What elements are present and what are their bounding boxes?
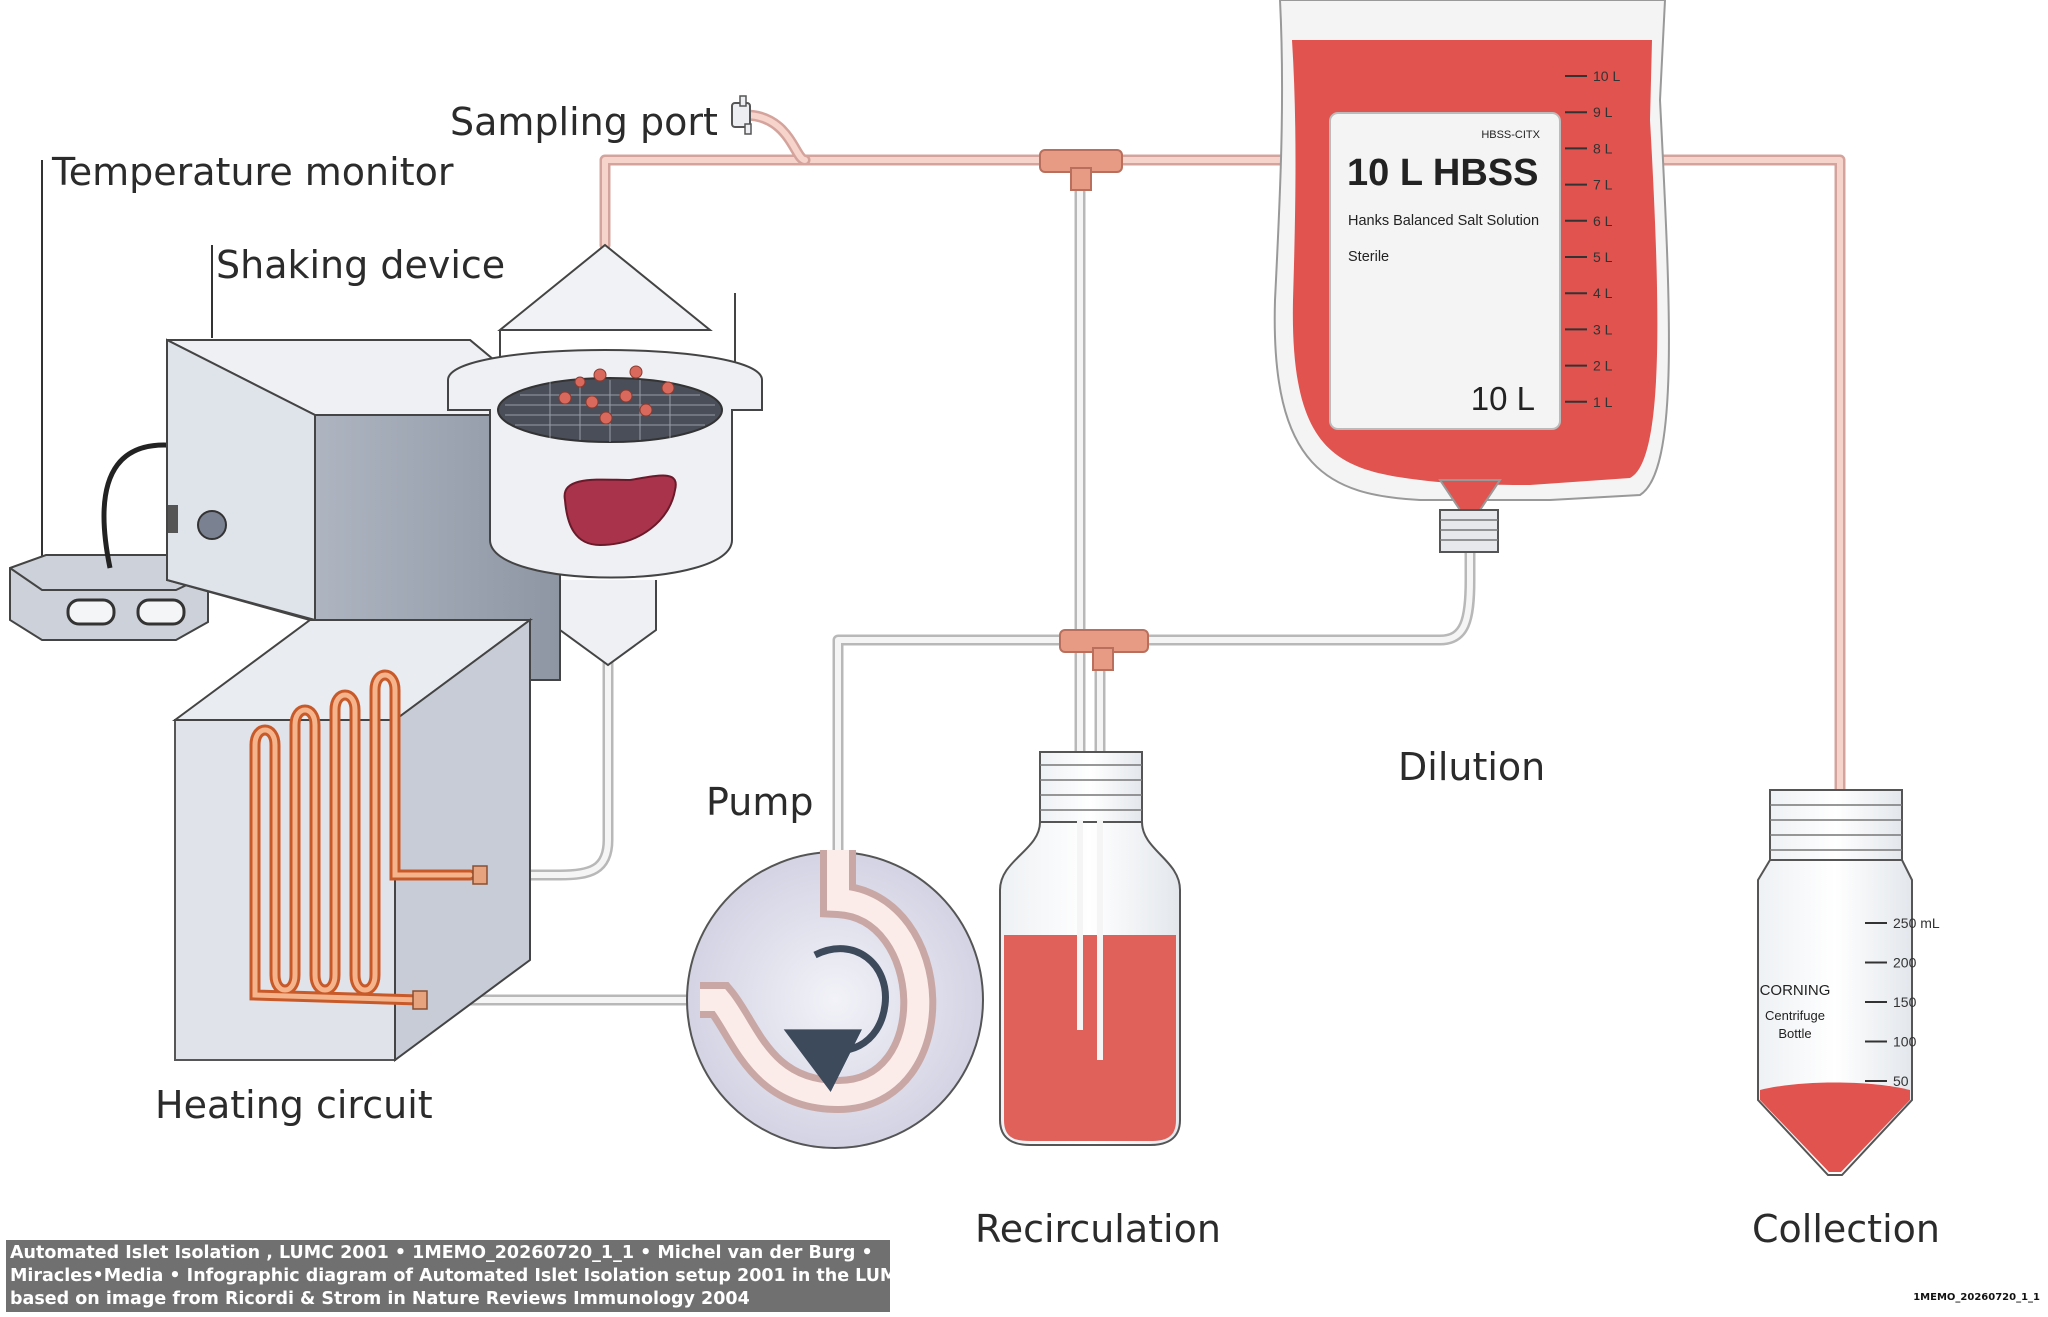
pump-rotation-arrow [783, 945, 889, 1092]
caption-box: Automated Islet Isolation , LUMC 2001 • … [6, 1240, 890, 1312]
bag-port [1439, 509, 1499, 553]
recirculation-bottle [999, 751, 1181, 1146]
label-heating-circuit: Heating circuit [155, 1083, 433, 1127]
collection-fluid [1760, 1082, 1910, 1172]
mid-tube [832, 534, 1476, 876]
bottle-graduation-label: 100 [1893, 1034, 1917, 1050]
caption-line-2: Miracles•Media • Infographic diagram of … [10, 1266, 890, 1286]
label-sampling-port: Sampling port [450, 100, 718, 144]
bag-volume: 10 L [1471, 380, 1535, 417]
label-dilution: Dilution [1398, 745, 1545, 789]
shaking-device [166, 243, 763, 681]
bottle-graduations: 250 mL 200 150 100 50 [1865, 915, 1940, 1089]
bag-code: HBSS-CITX [1481, 129, 1540, 141]
caption-line-3: based on image from Ricordi & Strom in N… [10, 1289, 750, 1309]
bag-title: 10 L HBSS [1347, 152, 1538, 194]
bag-subtitle: Hanks Balanced Salt Solution [1348, 213, 1539, 229]
bottle-brand: CORNING [1760, 982, 1831, 999]
bottle-graduation-label: 150 [1893, 994, 1917, 1010]
monitor-display-right [136, 598, 186, 626]
pump [686, 850, 984, 1149]
pancreas [563, 474, 677, 547]
sampling-port-valve[interactable] [731, 95, 752, 135]
heating-circuit [171, 618, 534, 1062]
bag-graduation-label: 10 L [1593, 68, 1620, 84]
bottle-graduation-label: 50 [1893, 1073, 1909, 1089]
recirculation-fluid [1004, 935, 1176, 1141]
vessel-outlet [559, 580, 657, 667]
collection-tube [1644, 154, 1846, 866]
bag-graduation-label: 3 L [1593, 321, 1613, 337]
bag-graduation-label: 1 L [1593, 394, 1613, 410]
bottle-type-line2: Bottle [1778, 1026, 1811, 1041]
t-connector-middle [1059, 629, 1149, 671]
bag-graduation-label: 5 L [1593, 249, 1613, 265]
vessel-cone [497, 243, 713, 331]
bottle-graduation-label: 200 [1893, 955, 1917, 971]
islet-particles [558, 365, 675, 425]
collection-bottle: CORNING Centrifuge Bottle 250 mL 200 150 10… [1757, 789, 1940, 1176]
top-tube [599, 154, 1306, 251]
corner-id: 1MEMO_20260720_1_1 [1913, 1292, 2040, 1303]
label-collection: Collection [1752, 1207, 1940, 1251]
tubing [414, 109, 1846, 1066]
bag-graduation-label: 4 L [1593, 285, 1613, 301]
label-temperature-monitor: Temperature monitor [51, 150, 454, 194]
bag-graduation-label: 8 L [1593, 140, 1613, 156]
heating-coil [249, 669, 476, 1006]
shaker-switch[interactable] [168, 505, 178, 533]
bag-graduations: 10 L 9 L 8 L 7 L 6 L 5 L 4 L 3 L 2 L 1 L [1565, 68, 1620, 410]
t-connector-top [1039, 149, 1123, 191]
caption-line-1: Automated Islet Isolation , LUMC 2001 • … [10, 1243, 873, 1263]
shaker-knob[interactable] [197, 510, 227, 540]
bag-graduation-label: 9 L [1593, 104, 1613, 120]
bag-sterile: Sterile [1348, 249, 1389, 265]
bottle-graduation-label: 250 mL [1893, 915, 1940, 931]
bag-label [1329, 112, 1561, 430]
label-pump: Pump [706, 780, 813, 824]
label-shaking-device: Shaking device [216, 243, 505, 287]
label-recirculation: Recirculation [975, 1207, 1221, 1251]
monitor-display-left [66, 598, 116, 626]
bag-graduation-label: 6 L [1593, 213, 1613, 229]
bag-graduation-label: 2 L [1593, 358, 1613, 374]
hbss-bag: HBSS-CITX 10 L HBSS Hanks Balanced Salt … [1273, 0, 1670, 553]
bag-graduation-label: 7 L [1593, 177, 1613, 193]
bottle-type-line1: Centrifuge [1765, 1008, 1825, 1023]
